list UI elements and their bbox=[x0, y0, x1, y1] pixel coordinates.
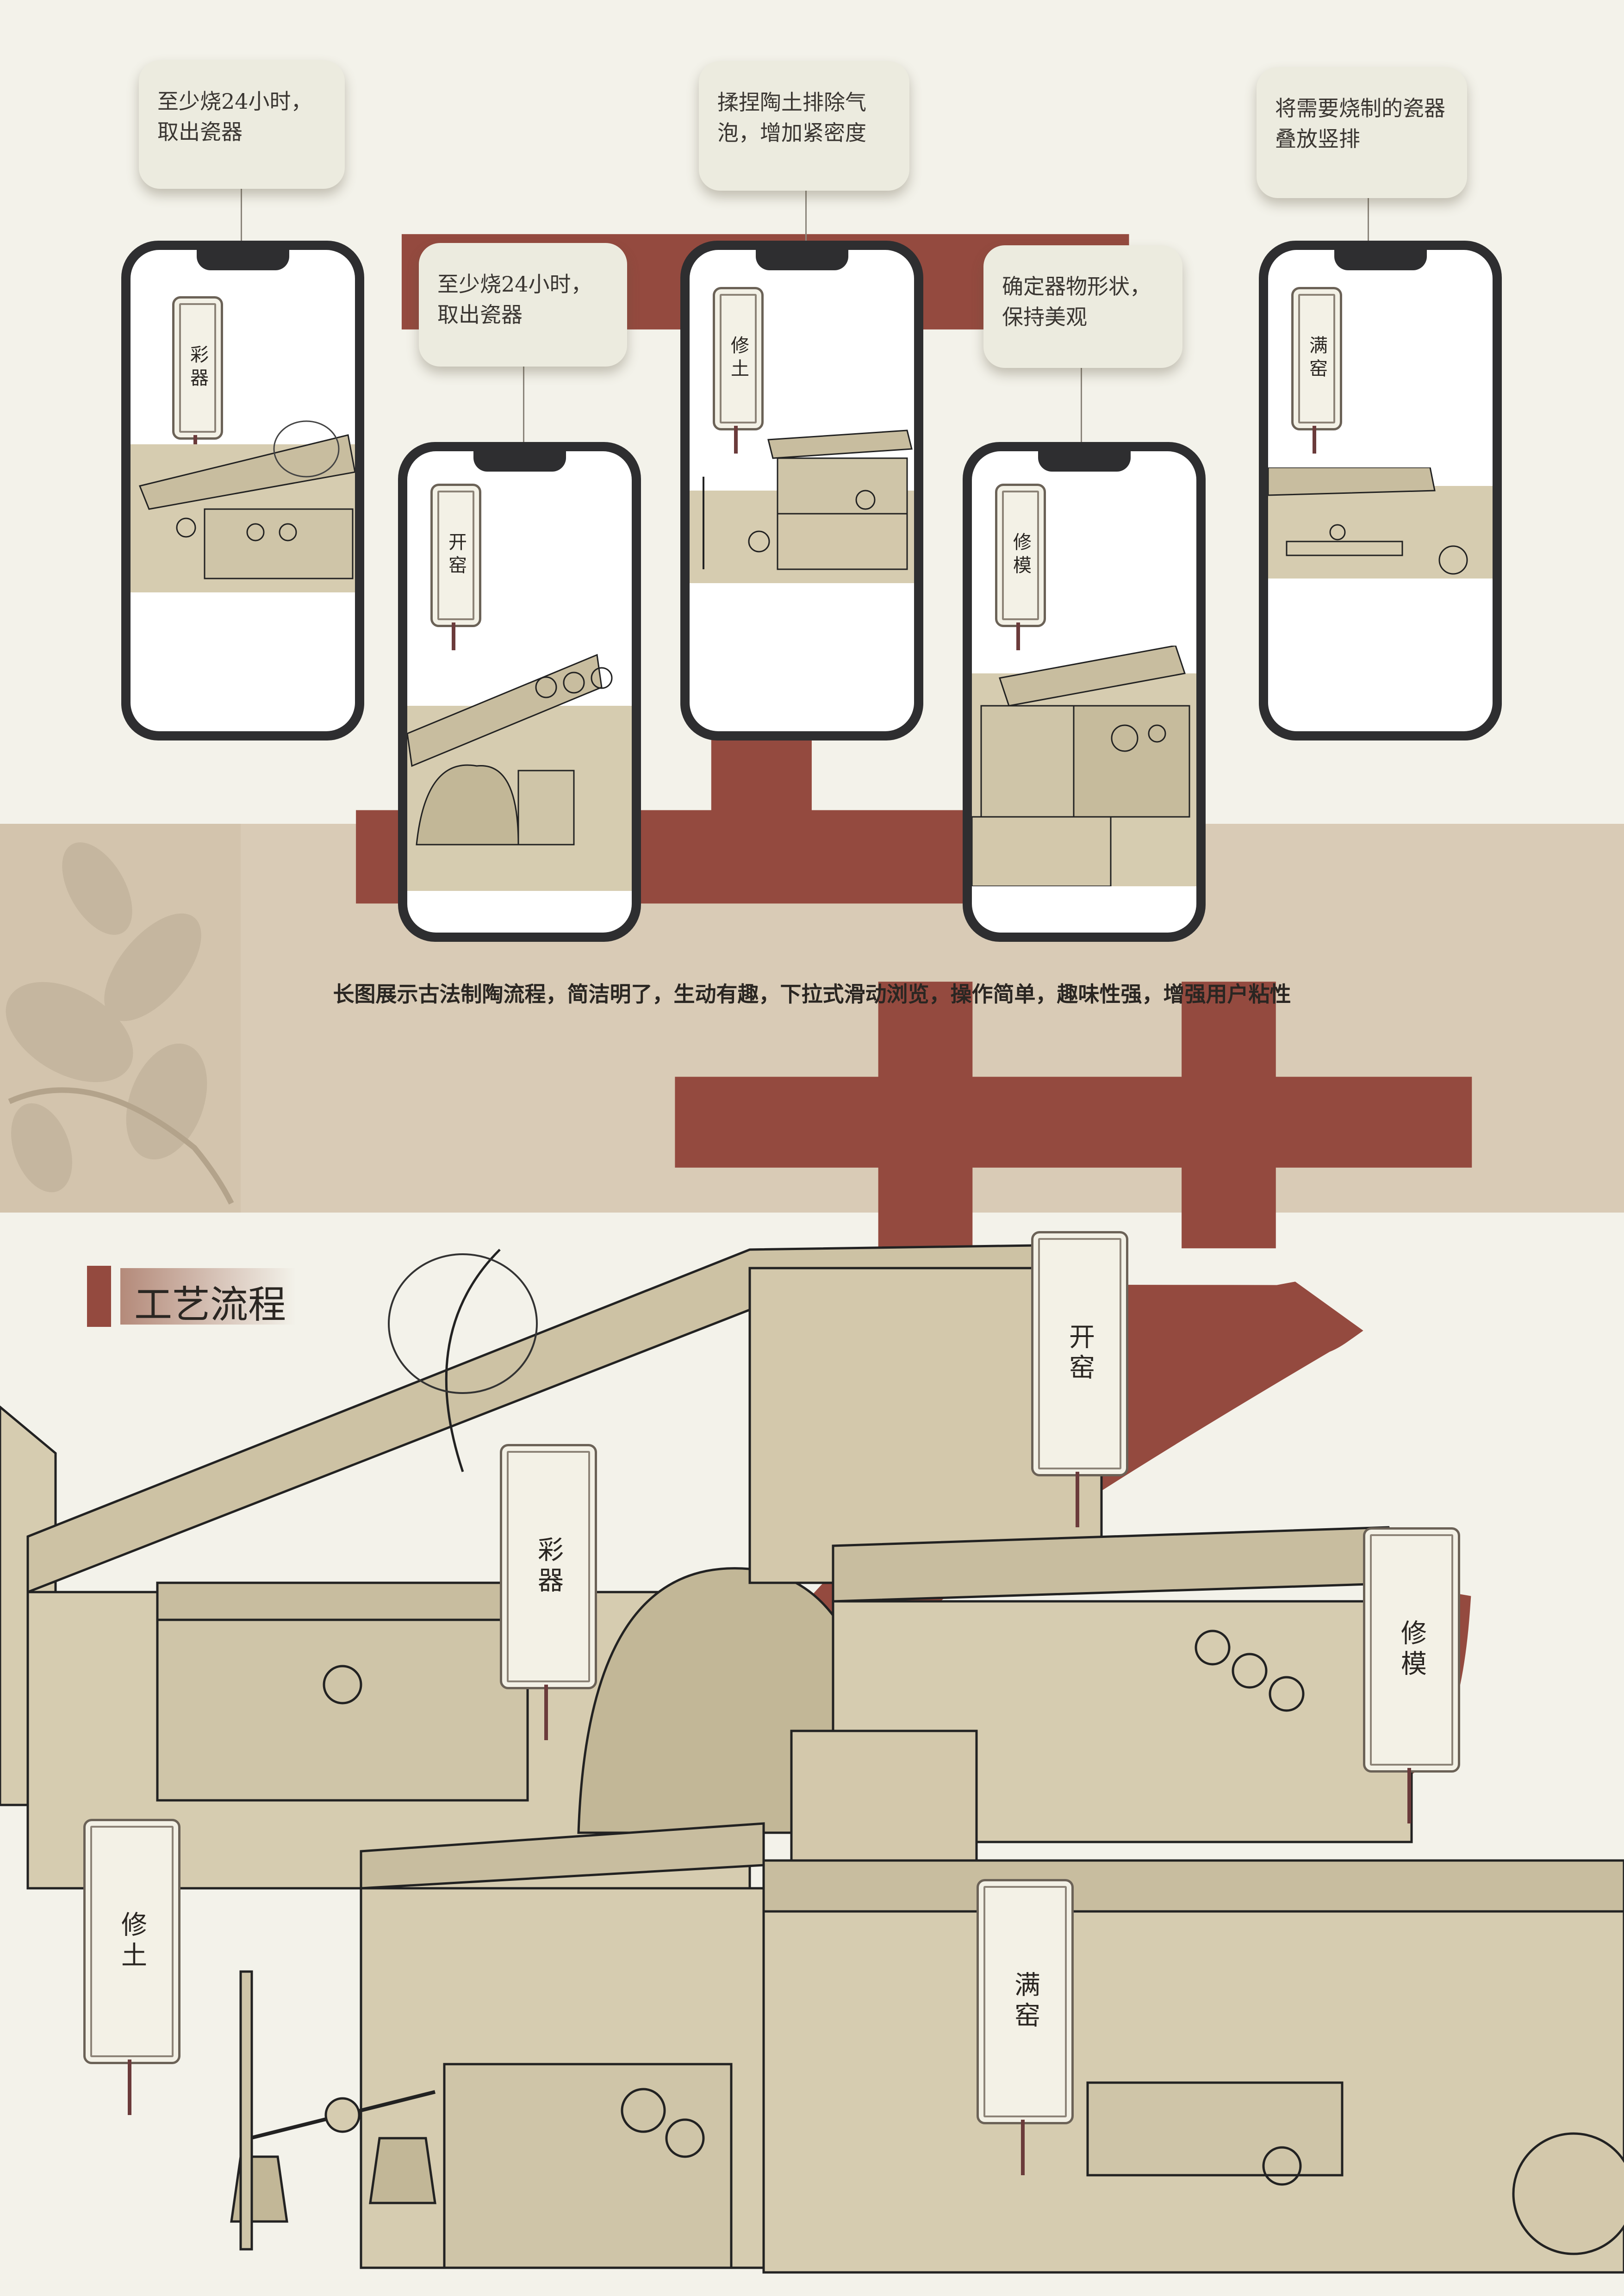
bubble-stem bbox=[523, 367, 524, 445]
phone-mockup-4[interactable]: 修模 bbox=[963, 442, 1206, 942]
bubble-text: 将需要烧制的瓷器叠放竖排 bbox=[1275, 96, 1445, 151]
step-bubble-5: 将需要烧制的瓷器叠放竖排 bbox=[1257, 67, 1467, 198]
title-marker-bar bbox=[87, 1266, 111, 1327]
bubble-text: 确定器物形状，保持美观 bbox=[1002, 274, 1151, 330]
scene-sign-kaiyao[interactable]: 开窑 bbox=[1031, 1231, 1128, 1476]
phone-screen: 修模 bbox=[972, 451, 1196, 933]
phone-sign: 满窑 bbox=[1291, 287, 1342, 430]
phone-sign: 修土 bbox=[713, 287, 764, 430]
phone-mockup-1[interactable]: 彩器 bbox=[121, 241, 364, 740]
tassel-icon bbox=[1313, 426, 1316, 454]
workshop-scene-illustration-icon bbox=[0, 1244, 1624, 2274]
step-bubble-3: 揉捏陶土排除气泡，增加紧密度 bbox=[699, 61, 909, 191]
bubble-stem bbox=[1368, 198, 1369, 241]
tassel-icon bbox=[128, 2060, 131, 2115]
kiln-loading-illustration-icon bbox=[1268, 467, 1493, 579]
phone-mockup-3[interactable]: 修土 bbox=[680, 241, 923, 740]
phone-screen: 彩器 bbox=[131, 250, 355, 731]
scene-sign-caiqi[interactable]: 彩器 bbox=[500, 1444, 597, 1689]
workshop-illustration-icon bbox=[131, 420, 355, 592]
phone-mockup-2[interactable]: 开窑 bbox=[398, 442, 641, 942]
step-bubble-4: 确定器物形状，保持美观 bbox=[983, 245, 1182, 368]
phone-mockup-5[interactable]: 满窑 bbox=[1259, 241, 1502, 740]
workshop-illustration-icon bbox=[690, 429, 914, 583]
phone-notch bbox=[755, 250, 848, 270]
mold-workshop-illustration-icon bbox=[972, 646, 1196, 886]
phone-sign: 修模 bbox=[995, 484, 1046, 627]
leaf-illustration-icon bbox=[6, 842, 234, 1205]
phone-notch bbox=[1038, 451, 1131, 472]
tassel-icon bbox=[1021, 2120, 1025, 2175]
bubble-stem bbox=[805, 191, 807, 241]
tassel-icon bbox=[1407, 1768, 1411, 1823]
tassel-icon bbox=[1016, 622, 1020, 650]
tassel-icon bbox=[1076, 1472, 1079, 1527]
scene-sign-xiumo[interactable]: 修模 bbox=[1363, 1527, 1460, 1773]
phone-notch bbox=[473, 451, 566, 472]
bubble-text: 至少烧24小时，取出瓷器 bbox=[437, 272, 592, 327]
bubble-stem bbox=[241, 189, 242, 241]
phone-notch bbox=[196, 250, 289, 270]
phone-screen: 开窑 bbox=[407, 451, 632, 933]
phone-screen: 满窑 bbox=[1268, 250, 1493, 731]
bubble-stem bbox=[1081, 368, 1082, 444]
caption-text: 长图展示古法制陶流程，简洁明了，生动有趣，下拉式滑动浏览，操作简单，趣味性强，增… bbox=[333, 982, 1291, 1007]
step-bubble-1: 至少烧24小时，取出瓷器 bbox=[139, 60, 345, 189]
tassel-icon bbox=[734, 426, 738, 454]
title-highlight bbox=[120, 1268, 296, 1325]
phone-sign: 彩器 bbox=[172, 296, 223, 440]
leaf-panel bbox=[0, 824, 241, 1213]
phone-screen: 修土 bbox=[690, 250, 914, 731]
scene-sign-xiutu[interactable]: 修土 bbox=[83, 1819, 180, 2064]
tassel-icon bbox=[452, 622, 455, 650]
step-bubble-2: 至少烧24小时，取出瓷器 bbox=[419, 243, 627, 367]
tassel-icon bbox=[544, 1685, 548, 1740]
bubble-text: 揉捏陶土排除气泡，增加紧密度 bbox=[717, 90, 866, 145]
kiln-illustration-icon bbox=[407, 653, 632, 891]
scene-sign-manyao[interactable]: 满窑 bbox=[977, 1879, 1074, 2124]
phone-notch bbox=[1334, 250, 1427, 270]
phone-sign: 开窑 bbox=[430, 484, 481, 627]
description-band bbox=[0, 824, 1624, 1213]
section-title: 工艺流程 bbox=[134, 1283, 286, 1327]
bubble-text: 至少烧24小时，取出瓷器 bbox=[157, 89, 312, 144]
